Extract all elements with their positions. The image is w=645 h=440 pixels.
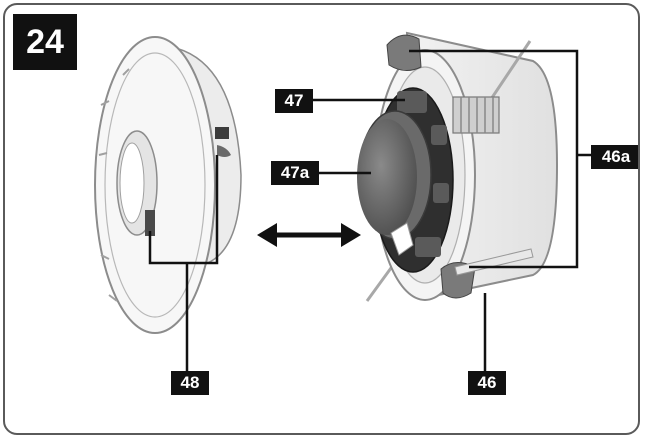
trimmer-head-base bbox=[357, 31, 559, 302]
callout-46a: 46a bbox=[591, 145, 638, 169]
callout-46: 46 bbox=[468, 371, 506, 395]
spool-cover bbox=[94, 36, 242, 334]
figure-number: 24 bbox=[13, 14, 77, 70]
exploded-view-illustration bbox=[94, 31, 593, 371]
assembly-direction-arrow bbox=[257, 223, 361, 247]
callout-47: 47 bbox=[275, 89, 313, 113]
callout-48: 48 bbox=[171, 371, 209, 395]
figure-frame: 24 47 47a 46a 48 46 bbox=[3, 3, 640, 435]
callout-47a: 47a bbox=[271, 161, 319, 185]
